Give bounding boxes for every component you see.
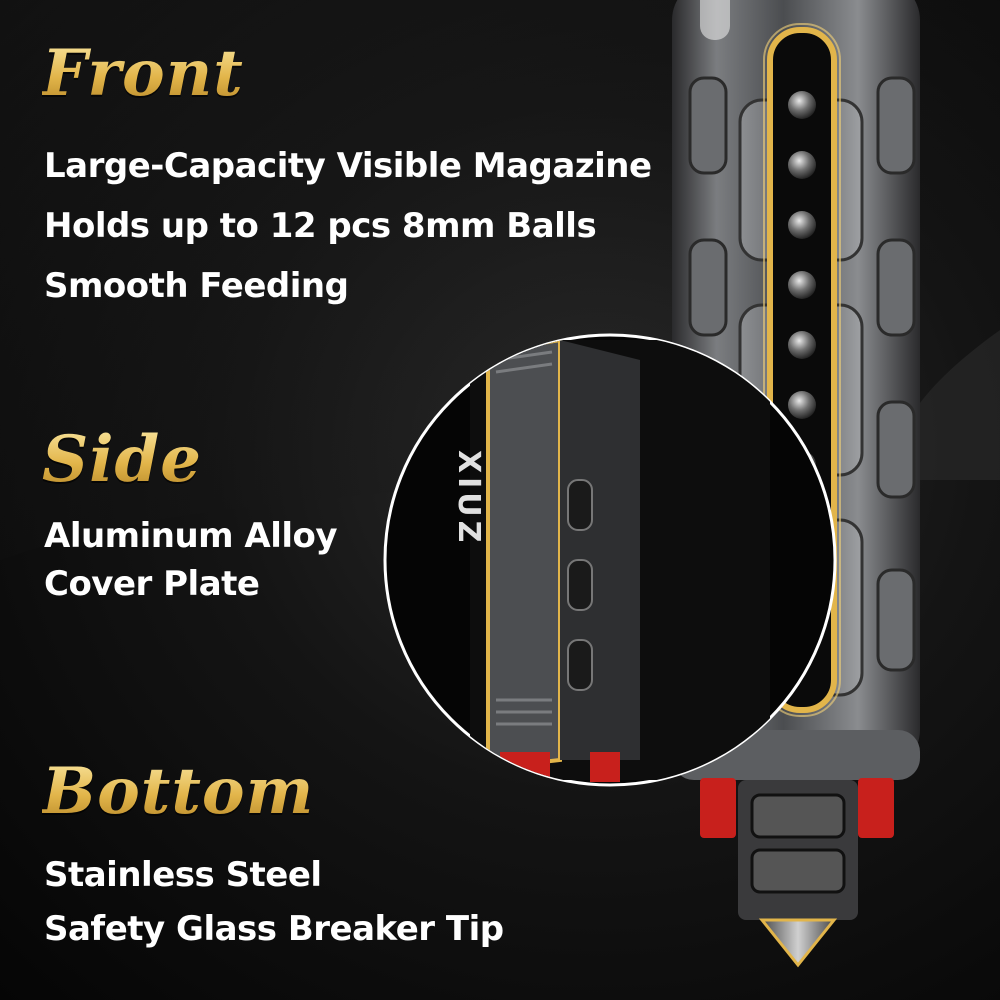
front-description: Large-Capacity Visible Magazine Holds up… [44, 136, 652, 316]
front-line-2: Holds up to 12 pcs 8mm Balls [44, 206, 597, 246]
side-line-2: Cover Plate [44, 564, 260, 604]
heading-side: Side [42, 422, 202, 497]
heading-front: Front [42, 36, 244, 111]
brand-logo: XIUZ [426, 450, 486, 610]
brand-logo-text: XIUZ [451, 450, 486, 547]
bottom-description: Stainless Steel Safety Glass Breaker Tip [44, 848, 504, 956]
front-line-1: Large-Capacity Visible Magazine [44, 146, 652, 186]
glass-breaker-tip [700, 778, 894, 968]
bottom-line-2: Safety Glass Breaker Tip [44, 909, 504, 949]
front-line-3: Smooth Feeding [44, 266, 349, 306]
heading-bottom: Bottom [42, 754, 315, 829]
side-detail-inset [383, 333, 837, 787]
bottom-line-1: Stainless Steel [44, 855, 322, 895]
side-line-1: Aluminum Alloy [44, 516, 338, 556]
side-description: Aluminum Alloy Cover Plate [44, 512, 338, 608]
